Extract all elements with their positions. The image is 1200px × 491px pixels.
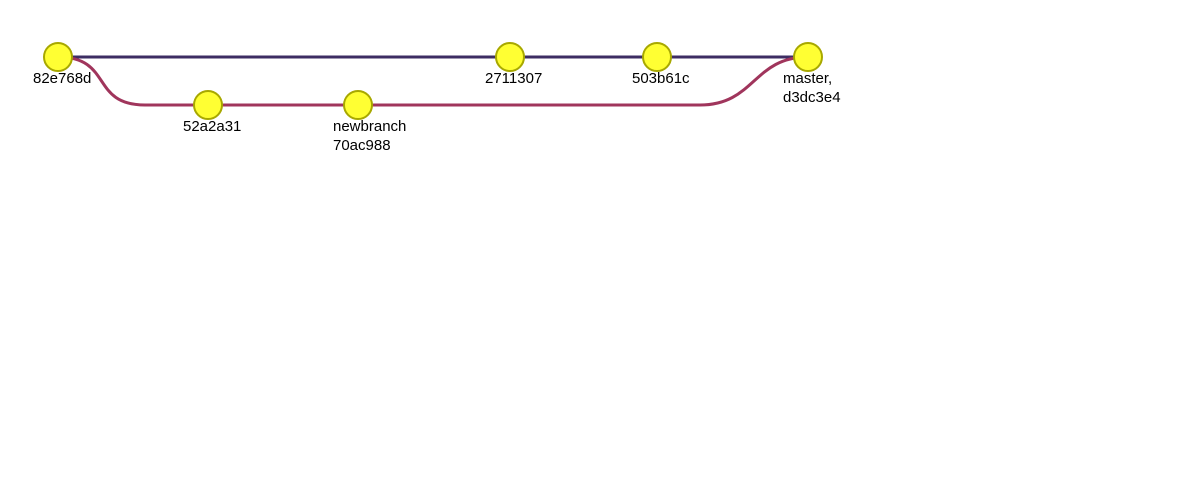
commit-node[interactable] <box>642 42 672 72</box>
commit-node[interactable] <box>343 90 373 120</box>
commit-label: d3dc3e4 <box>783 89 841 106</box>
commit-label: 82e768d <box>33 70 91 87</box>
commit-label: newbranch <box>333 118 406 135</box>
commit-node[interactable] <box>43 42 73 72</box>
commit-node[interactable] <box>793 42 823 72</box>
commit-node[interactable] <box>193 90 223 120</box>
commit-label: 70ac988 <box>333 137 391 154</box>
commit-node[interactable] <box>495 42 525 72</box>
commit-label: 2711307 <box>485 70 542 87</box>
branch-path-newbranch <box>57 55 809 107</box>
commit-label: master, <box>783 70 832 87</box>
commit-label: 52a2a31 <box>183 118 241 135</box>
commit-label: 503b61c <box>632 70 690 87</box>
